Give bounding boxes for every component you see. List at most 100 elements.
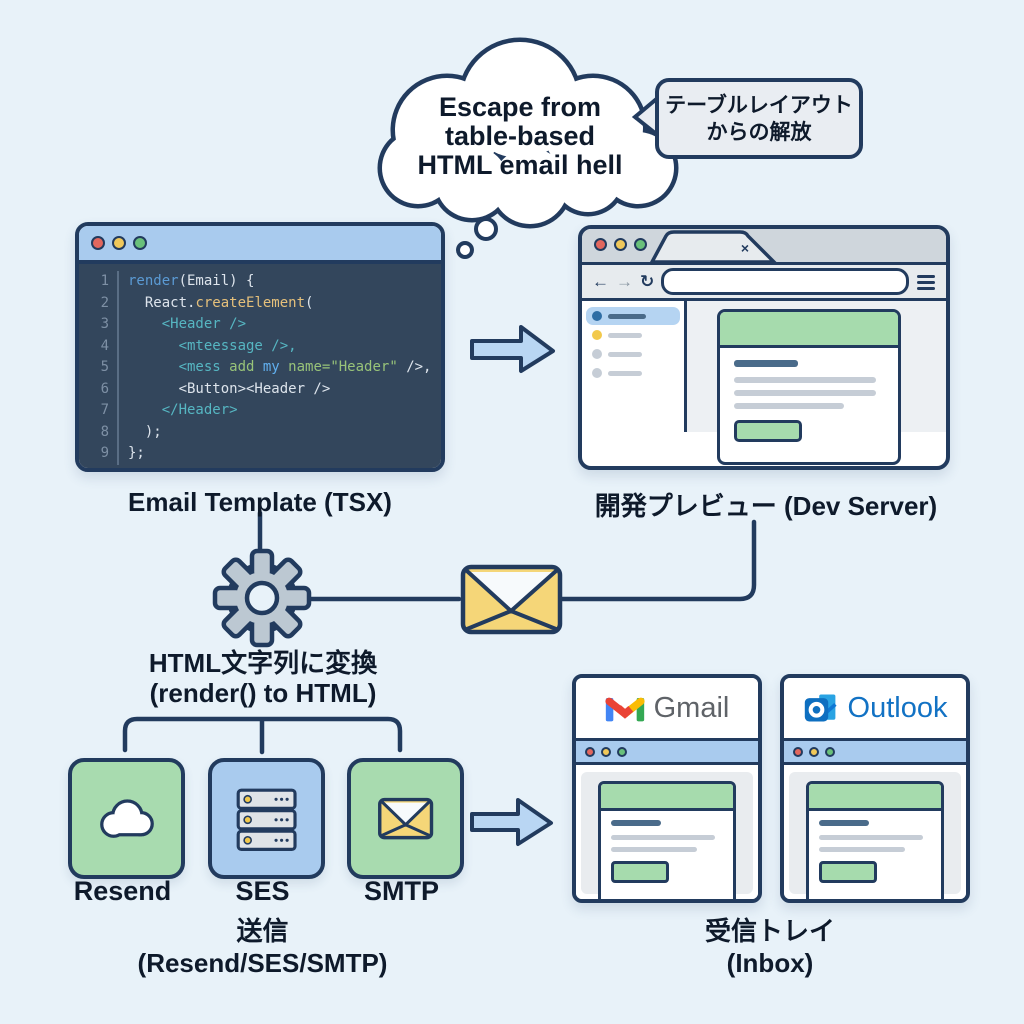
traffic-light-red-icon (585, 746, 595, 757)
code-line: 3 <Header /> (79, 314, 441, 336)
outlook-logo-icon (804, 694, 837, 722)
cta-button-placeholder (611, 861, 669, 883)
code-token: <mteessage />, (128, 337, 297, 354)
traffic-light-green-icon (617, 746, 627, 757)
code-line: 2 React.createElement( (79, 292, 441, 314)
thought-line-1: Escape from (438, 92, 602, 122)
code-token: add (229, 359, 263, 375)
editor-titlebar (79, 226, 441, 264)
service-box-resend (68, 758, 185, 879)
traffic-light-green-icon (634, 238, 647, 251)
thought-cloud (377, 37, 679, 229)
line-number: 4 (100, 337, 109, 354)
dev-server-label: 開発プレビュー (Dev Server) (594, 491, 938, 521)
line-number: 8 (100, 423, 109, 440)
sidebar-item-text-placeholder (608, 332, 642, 338)
heading-placeholder (734, 360, 798, 367)
cloud-icon (99, 798, 154, 838)
thought-trail-bubbles (456, 217, 498, 259)
traffic-light-red-icon (91, 236, 105, 250)
traffic-light-yellow-icon (614, 238, 627, 251)
sidebar-item-text-placeholder (608, 370, 642, 376)
outlook-email-card (806, 781, 944, 899)
outlook-content (784, 765, 966, 899)
line-number: 9 (100, 445, 109, 461)
heading-placeholder (819, 820, 869, 826)
gmail-content (576, 765, 758, 899)
arrow-editor-to-preview (470, 325, 555, 373)
browser-traffic-lights (594, 238, 647, 251)
code-token: </Header> (128, 402, 238, 418)
sidebar-item (586, 326, 680, 344)
gmail-header: Gmail (576, 678, 758, 741)
text-line-placeholder (819, 835, 923, 840)
inbox-label-jp: 受信トレイ (704, 916, 835, 946)
bullet-icon (592, 330, 602, 340)
preview-sidebar (582, 301, 687, 432)
envelope-icon (377, 797, 433, 839)
text-line-placeholder (611, 835, 715, 840)
sidebar-item-active (586, 307, 680, 325)
gear-icon (212, 548, 312, 648)
reload-icon: ↻ (640, 272, 655, 291)
convert-label-en: (render() to HTML) (149, 678, 377, 708)
code-token: }; (128, 445, 145, 461)
browser-content (582, 301, 946, 465)
code-token: <mess (128, 359, 230, 375)
text-line-placeholder (734, 377, 876, 383)
send-label: 送信 (Resend/SES/SMTP) (90, 915, 435, 979)
connector-bracket-to-services (122, 716, 403, 755)
code-line: 7 </Header> (79, 400, 441, 422)
code-token: />, (397, 359, 432, 375)
url-bar (661, 268, 909, 295)
code-token: (Email) { (178, 273, 255, 289)
sidebar-item (586, 364, 680, 382)
code-token: ( (305, 294, 314, 311)
inbox-label: 受信トレイ (Inbox) (655, 915, 885, 979)
code-token: createElement (195, 294, 306, 311)
thought-cloud-text: Escape from table-based HTML email hell (400, 93, 640, 180)
code-token: React. (128, 294, 196, 311)
thought-line-2: table-based (444, 121, 596, 151)
line-number: 5 (100, 359, 109, 375)
send-label-en: (Resend/SES/SMTP) (137, 948, 388, 978)
cta-button-placeholder (819, 861, 877, 883)
text-line-placeholder (734, 403, 844, 409)
traffic-light-yellow-icon (601, 746, 611, 757)
thought-line-3: HTML email hell (417, 150, 623, 180)
code-token: ); (128, 423, 162, 440)
browser-tab: × (650, 230, 777, 262)
connector-envelope-to-devserver (559, 519, 757, 602)
bullet-icon (592, 368, 602, 378)
bullet-icon (592, 311, 602, 321)
line-number: 1 (100, 273, 109, 289)
speech-line-2: からの解放 (706, 120, 812, 144)
server-stack-icon (236, 788, 297, 851)
outlook-toolbar (784, 741, 966, 765)
preview-main-area (687, 301, 946, 465)
speech-bubble: テーブルレイアウト からの解放 (655, 78, 863, 159)
email-body-block (601, 811, 733, 892)
bullet-icon (592, 349, 602, 359)
send-label-jp: 送信 (236, 916, 289, 946)
browser-tabbar: × (582, 229, 946, 265)
email-header-block (601, 784, 733, 811)
email-header-block (720, 312, 898, 348)
envelope-icon (460, 564, 563, 635)
text-line-placeholder (611, 847, 697, 852)
code-line: 9}; (79, 443, 441, 465)
code-line: 5 <mess add my name="Header" />, (79, 357, 441, 379)
service-label-smtp: SMTP (363, 876, 439, 906)
outlook-window: Outlook (780, 674, 970, 903)
convert-label: HTML文字列に変換 (render() to HTML) (117, 648, 409, 708)
code-token: render (128, 273, 179, 289)
line-number: 6 (100, 380, 109, 397)
editor-label: Email Template (TSX) (128, 487, 392, 517)
service-box-smtp (347, 758, 464, 879)
code-token: <Header /> (128, 316, 247, 332)
gmail-window: Gmail (572, 674, 762, 903)
service-box-ses (208, 758, 325, 879)
